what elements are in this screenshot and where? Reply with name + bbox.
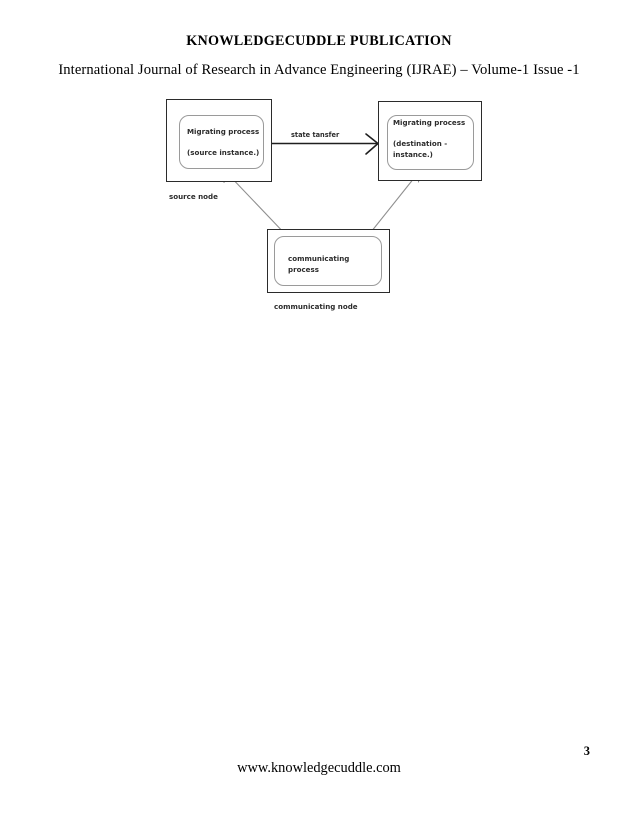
page-number: 3 (583, 744, 590, 758)
communicating-process-label: communicating process (288, 254, 350, 274)
publication-title: KNOWLEDGECUDDLE PUBLICATION (186, 33, 452, 49)
comm-to-destination-arrow (366, 170, 421, 238)
communicating-process-box (274, 236, 382, 286)
process-migration-diagram: Migrating process (source instance.) sou… (0, 0, 638, 330)
state-transfer-label: state tansfer (291, 131, 340, 139)
source-process-box (179, 115, 264, 169)
source-node-caption: source node (169, 192, 218, 201)
communicating-node-caption: communicating node (274, 302, 358, 311)
source-process-label: Migrating process (source instance.) (187, 127, 260, 157)
journal-issue-line: International Journal of Research in Adv… (58, 62, 580, 78)
diagram-connectors-layer (223, 133, 421, 238)
destination-process-label: Migrating process (destination - instanc… (393, 118, 466, 159)
footer-website-url: www.knowledgecuddle.com (237, 760, 401, 776)
destination-process-box (387, 115, 474, 170)
